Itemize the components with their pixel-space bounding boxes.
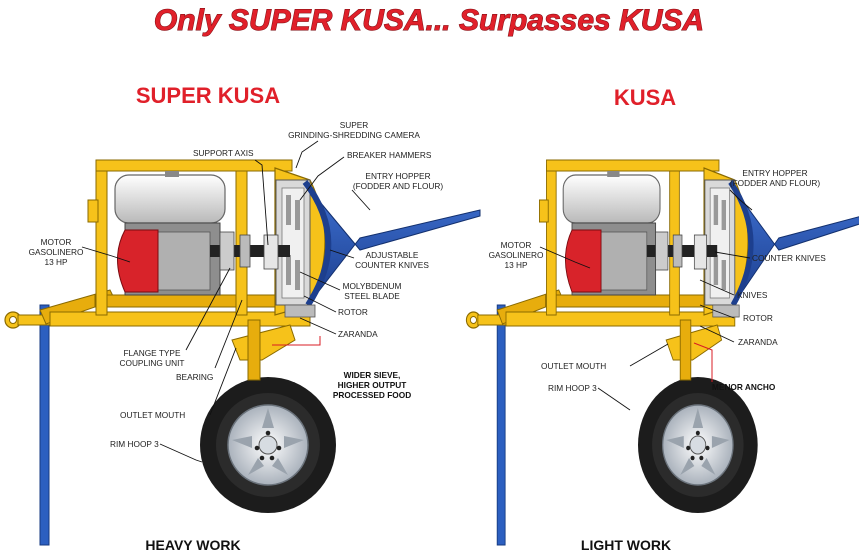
label-molybdenum-2: STEEL BLADE xyxy=(344,291,400,301)
label-super-camera-2: GRINDING-SHREDDING CAMERA xyxy=(288,130,420,140)
label-zaranda: ZARANDA xyxy=(338,329,378,339)
label-molybdenum-1: MOLYBDENUM xyxy=(343,281,402,291)
label-entry-hopper-1: ENTRY HOPPER xyxy=(365,171,430,181)
label-breaker-hammers: BREAKER HAMMERS xyxy=(347,150,432,160)
kusa-illustration xyxy=(466,160,859,545)
label-flange-1: FLANGE TYPE xyxy=(123,348,180,358)
label-kusa-entry-hopper-2: (FODDER AND FLOUR) xyxy=(730,178,821,188)
main-title: Only SUPER KUSA... Surpasses KUSA xyxy=(154,4,704,37)
footer-heavy-work: HEAVY WORK xyxy=(145,537,240,553)
label-kusa-motor-3: 13 HP xyxy=(504,260,528,270)
label-kusa-rotor: ROTOR xyxy=(743,313,773,323)
label-kusa-zaranda: ZARANDA xyxy=(738,337,778,347)
label-flange-2: COUPLING UNIT xyxy=(120,358,185,368)
label-bearing: BEARING xyxy=(176,372,213,382)
label-kusa-motor-1: MOTOR xyxy=(501,240,532,250)
kusa-machine xyxy=(466,160,859,545)
super-kusa-heading: SUPER KUSA xyxy=(136,83,280,108)
label-kusa-entry-hopper-1: ENTRY HOPPER xyxy=(742,168,807,178)
kusa-callouts xyxy=(539,189,753,411)
label-wider-sieve-3: PROCESSED FOOD xyxy=(333,390,411,400)
label-kusa-rim-hoop: RIM HOOP 3 xyxy=(548,383,597,393)
kusa-labels: ENTRY HOPPER (FODDER AND FLOUR) MOTOR GA… xyxy=(489,168,827,393)
label-kusa-knives: KNIVES xyxy=(737,290,768,300)
label-rotor: ROTOR xyxy=(338,307,368,317)
super-kusa-callouts xyxy=(81,140,371,463)
label-outlet-mouth: OUTLET MOUTH xyxy=(120,410,185,420)
label-motor-2: GASOLINERO xyxy=(29,247,84,257)
label-kusa-counter-knives: COUNTER KNIVES xyxy=(752,253,826,263)
super-kusa-machine xyxy=(5,160,480,545)
label-support-axis: SUPPORT AXIS xyxy=(193,148,254,158)
label-rim-hoop: RIM HOOP 3 xyxy=(110,439,159,449)
label-motor-1: MOTOR xyxy=(41,237,72,247)
label-kusa-outlet-mouth: OUTLET MOUTH xyxy=(541,361,606,371)
label-kusa-menor-ancho: MENOR ANCHO xyxy=(712,382,776,392)
kusa-heading: KUSA xyxy=(614,85,676,110)
label-kusa-motor-2: GASOLINERO xyxy=(489,250,544,260)
footer-light-work: LIGHT WORK xyxy=(581,537,671,553)
super-kusa-labels: SUPER GRINDING-SHREDDING CAMERA SUPPORT … xyxy=(29,120,444,449)
label-adjustable-2: COUNTER KNIVES xyxy=(355,260,429,270)
label-wider-sieve-1: WIDER SIEVE, xyxy=(344,370,401,380)
label-entry-hopper-2: (FODDER AND FLOUR) xyxy=(353,181,444,191)
super-kusa-illustration xyxy=(5,160,480,545)
label-motor-3: 13 HP xyxy=(44,257,68,267)
label-super-camera-1: SUPER xyxy=(340,120,369,130)
label-adjustable-1: ADJUSTABLE xyxy=(366,250,419,260)
label-wider-sieve-2: HIGHER OUTPUT xyxy=(338,380,407,390)
